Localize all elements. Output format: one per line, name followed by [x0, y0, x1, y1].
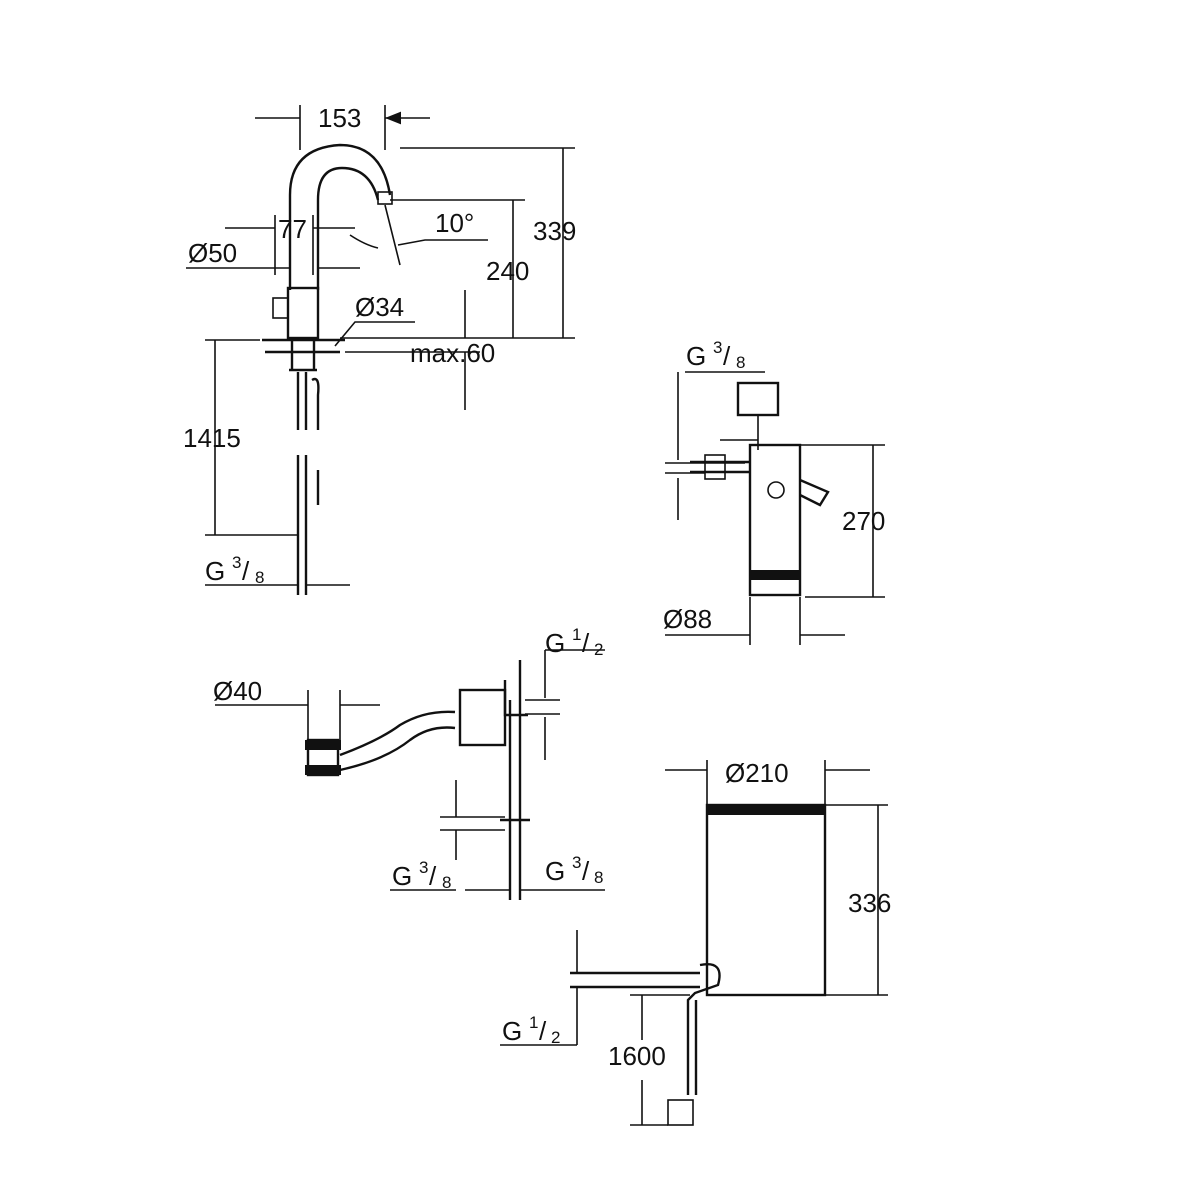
boiler-thread-label: G 1 / 2: [502, 1013, 560, 1047]
thread-numerator: 3: [713, 338, 722, 357]
boiler-lid: [707, 805, 825, 815]
thread-denominator: 2: [594, 640, 603, 659]
faucet-spout: [288, 143, 392, 290]
dim-77: 77: [278, 214, 307, 244]
thread-base: G: [392, 861, 412, 891]
filter-thread-label: G 3 / 8: [686, 338, 745, 372]
drain-hose: [339, 710, 456, 772]
dim-line-max60: [345, 290, 480, 410]
dim-lines-valve-left: [390, 780, 505, 891]
filter-knob: [767, 481, 785, 499]
thread-denominator: 8: [736, 353, 745, 372]
faucet-base: [262, 338, 345, 372]
thread-base: G: [545, 628, 565, 658]
thread-numerator: 3: [419, 858, 428, 877]
thread-numerator: 3: [232, 553, 241, 572]
solenoid-valve: [458, 688, 507, 747]
valve-thread-top: G 1 / 2: [545, 625, 603, 659]
thread-slash: /: [539, 1016, 547, 1046]
dim-line-40: [215, 690, 380, 740]
valve-thread-left: G 3 / 8: [392, 858, 451, 892]
dim-1415: 1415: [183, 423, 241, 453]
dim-line-1600: [630, 994, 690, 1126]
thread-slash: /: [582, 856, 590, 886]
dim-line-336: [825, 804, 888, 996]
dim-lines-body: [186, 215, 360, 275]
dim-336: 336: [848, 888, 891, 918]
dim-diam-210: Ø210: [725, 758, 789, 788]
thread-denominator: 8: [594, 868, 603, 887]
thread-denominator: 2: [551, 1028, 560, 1047]
dim-lines-filter-thread: [665, 371, 765, 520]
dim-line-angle: [349, 204, 488, 266]
dim-lines-valve-top: [525, 649, 605, 760]
boiler-drawing: Ø210 336 G 1 / 2 1600: [500, 758, 891, 1126]
dim-line-88: [665, 597, 845, 645]
dim-lines-boiler-thread: [500, 930, 578, 1046]
power-plug: [667, 1099, 694, 1126]
faucet-drawing: 153 339 240 10° 77 Ø50 Ø34 max.60 1415 G…: [183, 103, 576, 595]
filter-cartridge: [748, 443, 802, 597]
supply-hose: [500, 660, 530, 900]
faucet-hose: [296, 372, 320, 595]
dim-diam-50: Ø50: [188, 238, 237, 268]
t-piece-nut-top: [305, 740, 341, 750]
thread-denominator: 8: [255, 568, 264, 587]
faucet-handle: [286, 286, 320, 340]
dim-1600: 1600: [608, 1041, 666, 1071]
dim-339: 339: [533, 216, 576, 246]
filter-display: [736, 381, 780, 417]
dim-max-60: max.60: [410, 338, 495, 368]
filter-head: [690, 460, 830, 507]
dim-line-1415: [205, 339, 298, 536]
valve-thread-right: G 3 / 8: [545, 853, 603, 887]
aerator: [377, 191, 393, 205]
thread-numerator: 3: [572, 853, 581, 872]
thread-slash: /: [723, 341, 731, 371]
filter-band: [750, 570, 800, 580]
valve-drawing: Ø40 G 1 / 2 G 3 / 8 G 3 / 8: [213, 625, 605, 900]
dim-lines-height: [340, 147, 575, 339]
thread-base: G: [545, 856, 565, 886]
dim-line-270: [795, 444, 885, 598]
filter-cable: [720, 415, 759, 450]
thread-base: G: [502, 1016, 522, 1046]
boiler-hose-and-cable: [570, 963, 721, 1095]
thread-base: G: [686, 341, 706, 371]
faucet-lever: [272, 297, 289, 319]
dim-line-210: [665, 760, 870, 805]
dim-diam-88: Ø88: [663, 604, 712, 634]
faucet-thread-label: G 3 / 8: [205, 553, 264, 587]
dim-diam-34: Ø34: [355, 292, 404, 322]
dim-153: 153: [318, 103, 361, 133]
thread-denominator: 8: [442, 873, 451, 892]
t-piece-nut-bottom: [305, 765, 341, 775]
filter-valve: [704, 454, 726, 480]
thread-slash: /: [242, 556, 250, 586]
dim-270: 270: [842, 506, 885, 536]
thread-base: G: [205, 556, 225, 586]
dim-leader-34: [334, 321, 415, 347]
thread-numerator: 1: [529, 1013, 538, 1032]
boiler-tank: [705, 803, 827, 997]
dim-line-153: [255, 105, 430, 150]
dim-diam-40: Ø40: [213, 676, 262, 706]
thread-slash: /: [429, 861, 437, 891]
filter-drawing: G 3 / 8 270 Ø88: [663, 338, 885, 645]
dim-240: 240: [486, 256, 529, 286]
dim-angle-10: 10°: [435, 208, 474, 238]
thread-slash: /: [582, 628, 590, 658]
thread-numerator: 1: [572, 625, 581, 644]
